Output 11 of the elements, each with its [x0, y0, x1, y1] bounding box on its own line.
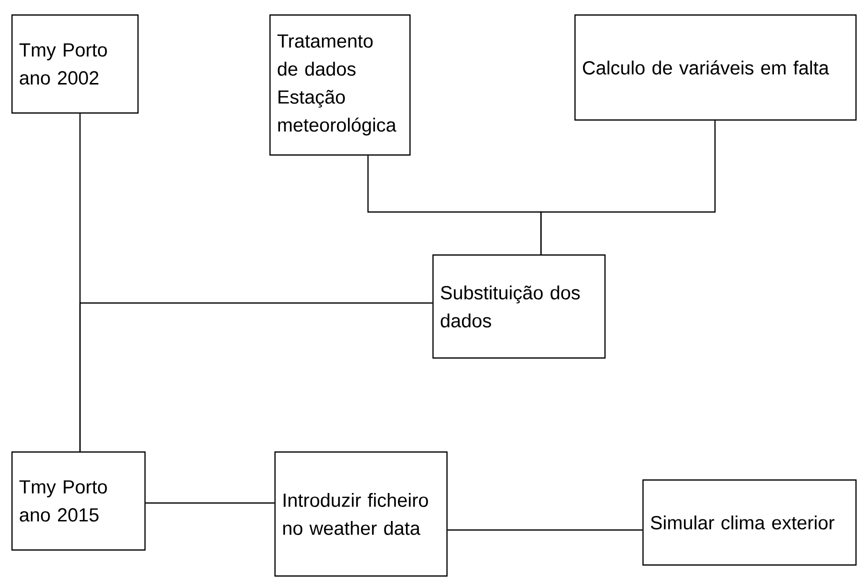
- connector-line: [146, 502, 274, 504]
- connector-line: [79, 302, 432, 452]
- process-box: Calculo de variáveis em falta: [574, 14, 857, 121]
- connector-line: [448, 529, 642, 531]
- process-box: Introduzir ficheiro no weather data: [274, 451, 448, 577]
- process-box: Tmy Porto ano 2002: [11, 14, 139, 114]
- process-box: Tmy Porto ano 2015: [11, 451, 146, 551]
- connector-line: [540, 120, 716, 254]
- process-box: Simular clima exterior: [642, 479, 857, 566]
- process-box: Tratamento de dados Estação meteorológica: [269, 14, 411, 156]
- process-box: Substituição dos dados: [432, 254, 606, 359]
